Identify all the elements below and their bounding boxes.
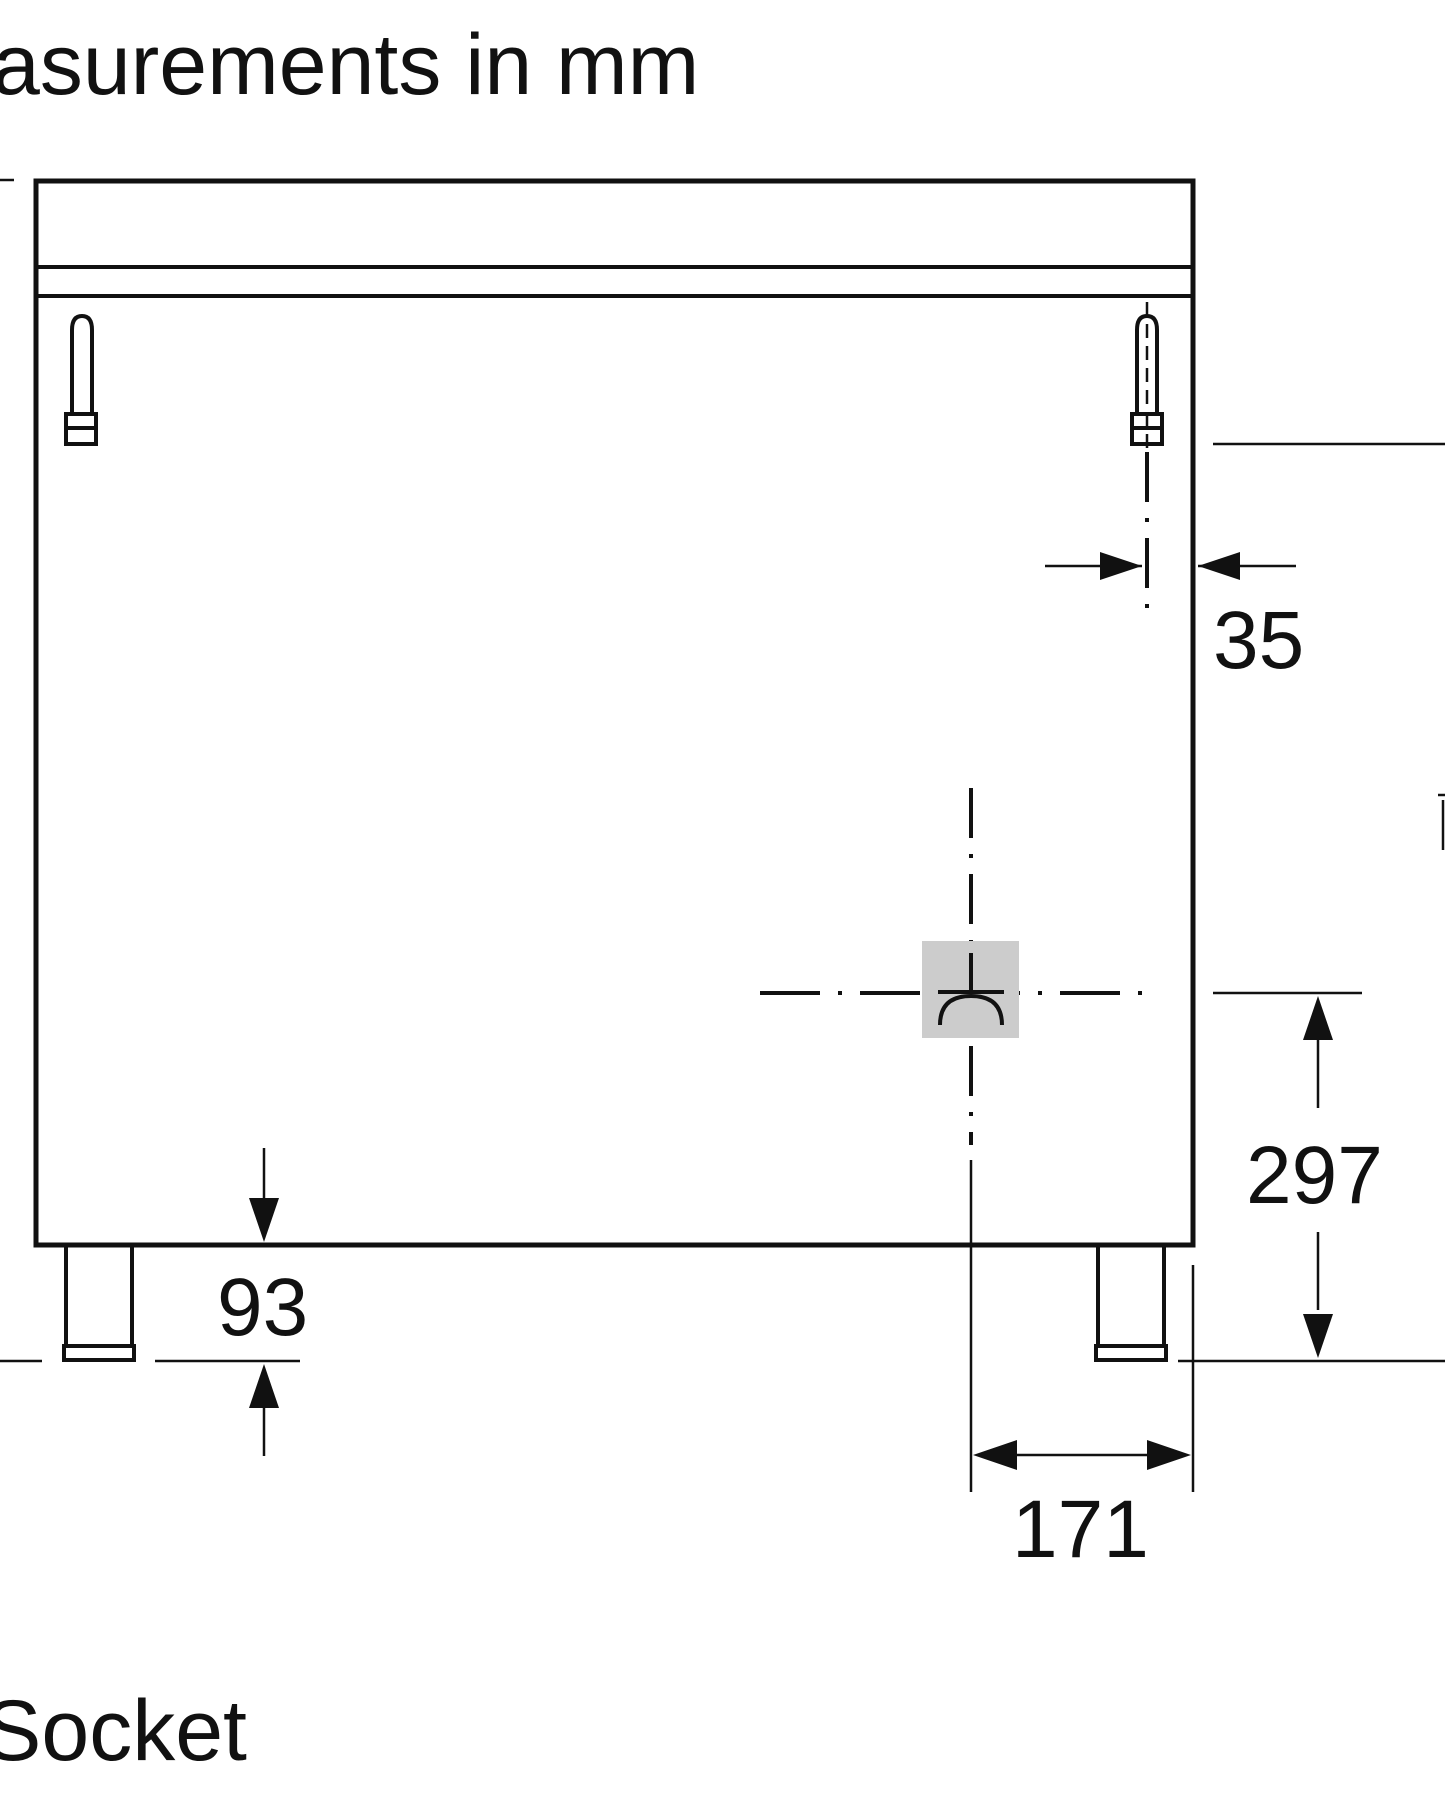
legend-socket-label: Socket — [0, 1683, 247, 1779]
cabinet-outline — [33, 178, 1196, 1248]
mounting-bracket-icon — [1130, 302, 1164, 450]
socket-symbol-icon — [922, 941, 1019, 1038]
dimension-label: 35 — [1213, 595, 1304, 686]
mounting-bracket-icon — [64, 313, 98, 446]
appliance-foot-icon — [1094, 1245, 1168, 1362]
dimension-label: 297 — [1246, 1130, 1383, 1221]
dimension-35: 35 — [1045, 552, 1304, 686]
appliance-foot-icon — [62, 1245, 136, 1362]
dimension-171: 171 — [969, 1160, 1195, 1575]
dimension-label: 171 — [1012, 1484, 1149, 1575]
page-title: asurements in mm — [0, 17, 699, 113]
dimension-label: 93 — [217, 1262, 308, 1353]
dimension-93: 93 — [217, 1148, 308, 1456]
dimension-297: 297 — [1213, 991, 1383, 1358]
